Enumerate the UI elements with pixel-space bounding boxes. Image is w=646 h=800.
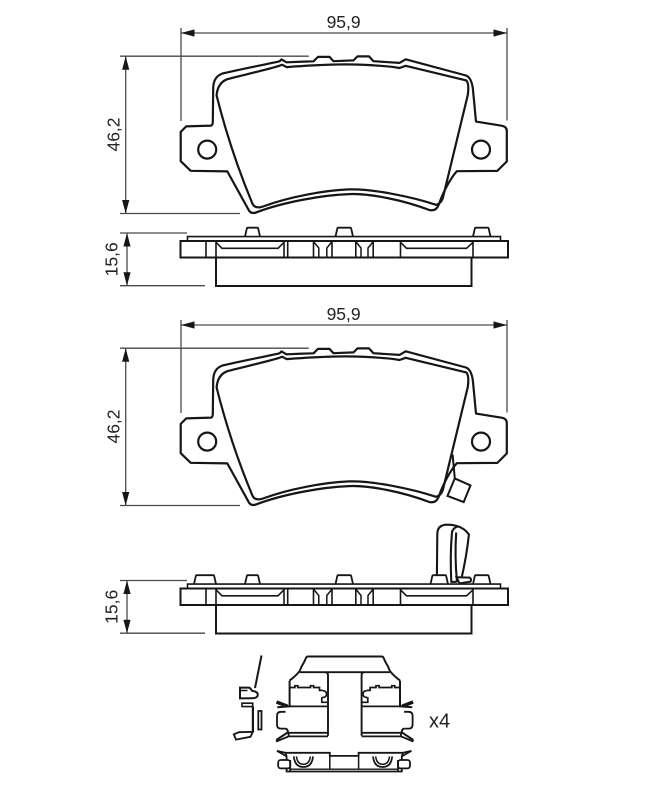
- svg-text:15,6: 15,6: [102, 590, 122, 624]
- svg-text:95,9: 95,9: [327, 12, 361, 32]
- svg-text:95,9: 95,9: [327, 304, 361, 324]
- svg-text:46,2: 46,2: [104, 409, 124, 443]
- svg-text:15,6: 15,6: [102, 242, 122, 276]
- svg-text:46,2: 46,2: [104, 117, 124, 151]
- svg-text:x4: x4: [429, 711, 450, 733]
